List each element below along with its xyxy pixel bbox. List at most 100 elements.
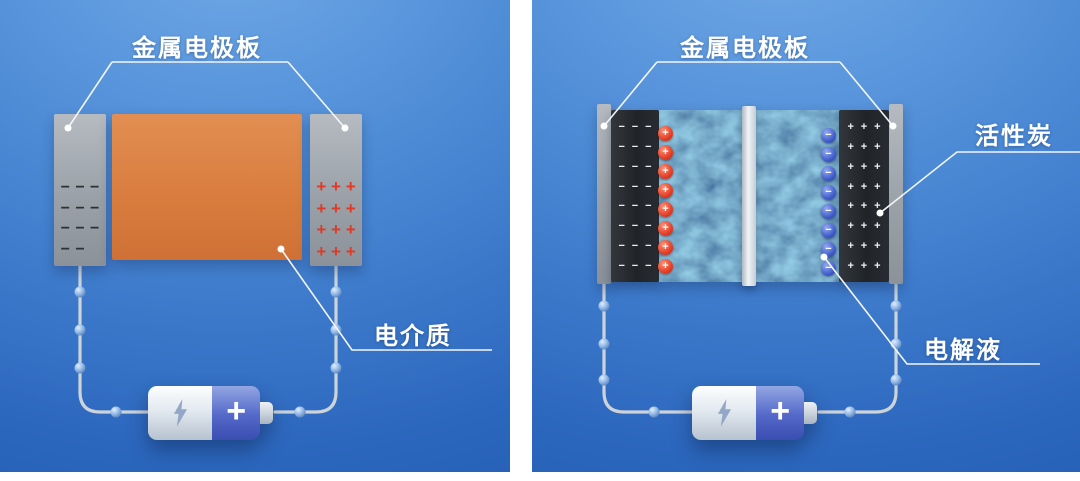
panel-divider bbox=[510, 0, 532, 481]
metal-plate-left bbox=[54, 114, 106, 266]
positive-charge-mark: + bbox=[331, 198, 341, 218]
positive-charge-mark: + bbox=[345, 177, 356, 197]
metal-plate-label: 金属电极板 bbox=[132, 35, 262, 62]
positive-charge-mark: + bbox=[860, 160, 868, 173]
positive-charge-mark: + bbox=[316, 198, 327, 218]
positive-charge-mark: + bbox=[874, 141, 881, 154]
negative-charge-mark: − bbox=[89, 179, 100, 197]
negative-ion: − bbox=[821, 204, 836, 219]
positive-charge-mark: + bbox=[860, 259, 868, 272]
negative-charge-mark: − bbox=[645, 259, 652, 272]
electrolyte-label: 电解液 bbox=[924, 337, 1002, 364]
battery-plus-terminal-label: + bbox=[226, 392, 247, 430]
negative-charge-mark: − bbox=[618, 121, 625, 134]
negative-charge-mark: − bbox=[631, 239, 639, 252]
positive-charge-mark: + bbox=[874, 239, 881, 252]
leader-lines-left bbox=[64, 61, 492, 351]
positive-charge-mark: + bbox=[847, 259, 854, 272]
positive-charge-mark: + bbox=[874, 160, 881, 173]
negative-charge-mark: − bbox=[618, 141, 625, 154]
metal-plate-label: 金属电极板 bbox=[680, 35, 810, 62]
negative-charge-mark: − bbox=[618, 259, 625, 272]
metal-plate-left bbox=[597, 104, 611, 284]
negative-charge-mark: − bbox=[645, 200, 652, 213]
positive-charge-mark: + bbox=[331, 241, 341, 261]
negative-charge-mark: − bbox=[631, 121, 639, 134]
negative-charge-mark: − bbox=[631, 141, 639, 154]
positive-charge-mark: + bbox=[860, 180, 868, 193]
negative-charge-mark: − bbox=[618, 200, 625, 213]
leader-dots bbox=[600, 122, 897, 261]
wire-beads bbox=[74, 286, 342, 418]
leader-lines-right bbox=[600, 61, 1080, 365]
battery-plus-terminal-label: + bbox=[770, 392, 791, 430]
positive-ion: + bbox=[658, 145, 673, 160]
lightning-icon bbox=[717, 399, 731, 427]
metal-plate-right bbox=[889, 104, 903, 284]
negative-charges: −−−−−−−−−−− bbox=[58, 178, 102, 260]
activated-carbon-right bbox=[839, 110, 889, 282]
negative-ion: − bbox=[821, 128, 836, 143]
positive-charge-mark: + bbox=[847, 200, 854, 213]
positive-ion: + bbox=[658, 259, 673, 274]
negative-ion: − bbox=[821, 166, 836, 181]
battery-body: + bbox=[692, 386, 804, 440]
positive-charge-mark: + bbox=[874, 180, 881, 193]
separator-membrane bbox=[742, 106, 756, 286]
positive-ion: + bbox=[658, 240, 673, 255]
negative-charge-mark: − bbox=[60, 199, 70, 217]
positive-ion: + bbox=[658, 221, 673, 236]
positive-charges: ++++++++++++++++++++++++ bbox=[844, 118, 884, 276]
negative-charge-mark: − bbox=[60, 179, 70, 197]
negative-charge-mark: − bbox=[618, 180, 625, 193]
positive-charge-mark: + bbox=[874, 121, 881, 134]
negative-ion: − bbox=[821, 147, 836, 162]
positive-ion-layer: ++++++++ bbox=[658, 126, 673, 274]
negative-charge-mark: − bbox=[645, 141, 652, 154]
negative-ion: − bbox=[821, 185, 836, 200]
negative-charge-mark: − bbox=[60, 240, 70, 258]
negative-charge-mark: − bbox=[631, 180, 639, 193]
positive-charge-mark: + bbox=[316, 220, 327, 240]
activated-carbon-label: 活性炭 bbox=[975, 123, 1053, 150]
negative-ion: − bbox=[821, 223, 836, 238]
negative-charge-mark: − bbox=[89, 199, 100, 217]
negative-charge-mark: − bbox=[631, 200, 639, 213]
positive-charge-mark: + bbox=[847, 160, 854, 173]
positive-ion: + bbox=[658, 202, 673, 217]
leader-dots bbox=[64, 124, 349, 253]
positive-charge-mark: + bbox=[874, 259, 881, 272]
negative-charge-mark: − bbox=[618, 239, 625, 252]
positive-charge-mark: + bbox=[345, 198, 356, 218]
positive-charge-mark: + bbox=[860, 121, 868, 134]
positive-charge-mark: + bbox=[847, 121, 854, 134]
negative-charge-mark: − bbox=[618, 220, 625, 233]
positive-charge-mark: + bbox=[847, 141, 854, 154]
positive-charge-mark: + bbox=[847, 239, 854, 252]
negative-charge-mark: − bbox=[645, 239, 652, 252]
negative-charge-mark: − bbox=[631, 220, 639, 233]
battery: + bbox=[692, 386, 817, 440]
negative-ion-layer: −−−−−−−− bbox=[821, 128, 836, 276]
capacitor-panel: −−−−−−−−−−− ++++++++++++ + bbox=[0, 0, 510, 472]
metal-plate-right bbox=[310, 114, 362, 266]
wire-beads bbox=[598, 300, 902, 418]
positive-charge-mark: + bbox=[847, 180, 854, 193]
positive-charge-mark: + bbox=[874, 200, 881, 213]
negative-charge-mark: − bbox=[75, 240, 85, 258]
negative-ion: − bbox=[821, 242, 836, 257]
positive-charge-mark: + bbox=[860, 200, 868, 213]
positive-charge-mark: + bbox=[345, 220, 356, 240]
positive-ion: + bbox=[658, 183, 673, 198]
negative-charge-mark: − bbox=[618, 160, 625, 173]
supercapacitor-panel: −−−−−−−−−−−−−−−−−−−−−−−− +++++++++++++++… bbox=[532, 0, 1080, 472]
positive-charge-mark: + bbox=[874, 220, 881, 233]
activated-carbon-left bbox=[611, 110, 659, 282]
negative-charge-mark: − bbox=[645, 121, 652, 134]
positive-charge-mark: + bbox=[331, 177, 341, 197]
positive-charge-mark: + bbox=[345, 241, 356, 261]
positive-ion: + bbox=[658, 164, 673, 179]
positive-charge-mark: + bbox=[860, 239, 868, 252]
positive-charge-mark: + bbox=[331, 220, 341, 240]
